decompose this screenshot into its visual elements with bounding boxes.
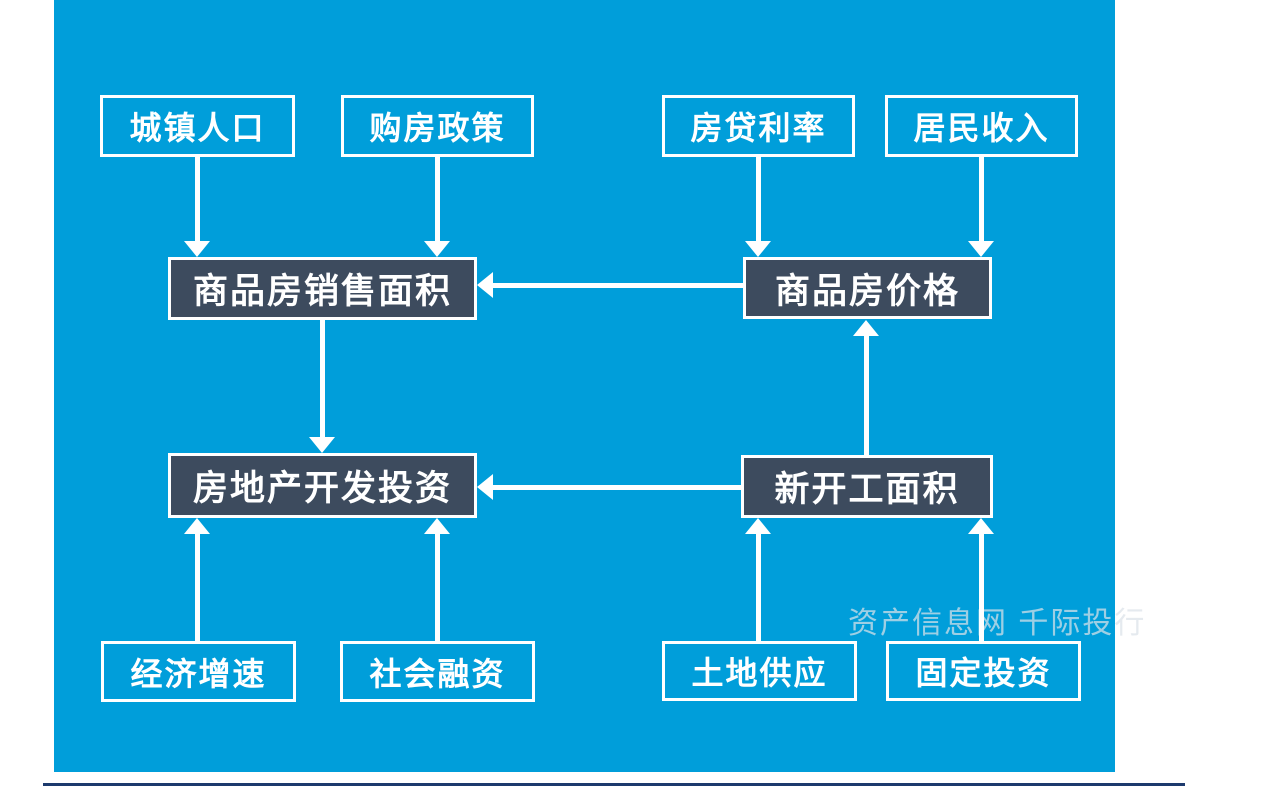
- node-economic-growth: 经济增速: [101, 641, 296, 702]
- node-fixed-investment: 固定投资: [886, 641, 1081, 701]
- node-label: 购房政策: [369, 110, 506, 146]
- node-label: 新开工面积: [774, 470, 960, 509]
- node-label: 城镇人口: [129, 110, 266, 146]
- node-housing-price: 商品房价格: [743, 257, 992, 319]
- node-mortgage-rate: 房贷利率: [662, 95, 855, 157]
- bottom-rule: [43, 783, 1185, 786]
- node-label: 商品房销售面积: [192, 272, 452, 311]
- node-label: 社会融资: [369, 655, 506, 692]
- watermark-text: 资产信息网 千际投行: [848, 607, 1147, 640]
- node-label: 土地供应: [691, 655, 828, 691]
- node-label: 经济增速: [130, 655, 267, 692]
- node-commodity-sales-area: 商品房销售面积: [168, 257, 477, 320]
- node-dev-investment: 房地产开发投资: [168, 453, 477, 518]
- node-label: 房地产开发投资: [192, 469, 452, 508]
- node-label: 房贷利率: [690, 110, 827, 146]
- node-label: 固定投资: [915, 655, 1052, 691]
- node-purchase-policy: 购房政策: [341, 95, 534, 157]
- node-resident-income: 居民收入: [885, 95, 1078, 157]
- node-label: 商品房价格: [774, 271, 960, 311]
- node-label: 居民收入: [913, 110, 1050, 146]
- node-social-financing: 社会融资: [340, 641, 535, 702]
- node-land-supply: 土地供应: [662, 641, 857, 701]
- node-urban-population: 城镇人口: [100, 95, 295, 157]
- node-new-starts: 新开工面积: [741, 455, 993, 518]
